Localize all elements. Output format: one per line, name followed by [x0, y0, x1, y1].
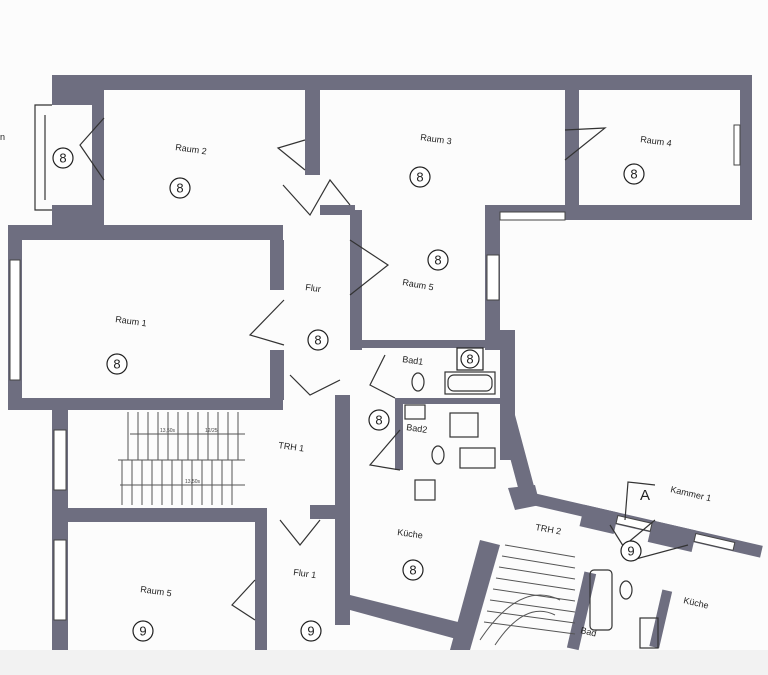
- stair-tread: [504, 544, 576, 558]
- unit-number: 8: [409, 563, 416, 578]
- unit-number: 8: [59, 151, 66, 166]
- margin-text: n: [0, 132, 5, 142]
- unit-marker-raum4: 8: [623, 163, 645, 185]
- unit-number: 9: [307, 624, 314, 639]
- unit-number: 8: [176, 181, 183, 196]
- stair-dim-text: 12/25: [205, 428, 218, 434]
- unit-marker-raum2: 8: [169, 177, 191, 199]
- unit-marker-raum3: 8: [409, 166, 431, 188]
- room-label-flur1: Flur 1: [293, 567, 317, 580]
- room-label-trh1: TRH 1: [278, 440, 305, 454]
- stairs-trh1: 13,50s 12/25 13,50s: [118, 412, 245, 505]
- room-label-raum2: Raum 2: [175, 142, 208, 156]
- room-label-raum1: Raum 1: [115, 314, 148, 328]
- stair-tread: [489, 599, 576, 613]
- room-labels: Raum 2 Raum 3 Raum 4 Raum 1 Flur Raum 5 …: [115, 132, 713, 638]
- unit-marker-raum5-upper: 8: [427, 249, 449, 271]
- section-marker-a: A: [624, 481, 656, 521]
- room-label-trh2: TRH 2: [535, 522, 562, 536]
- stair-tread: [495, 577, 576, 591]
- unit-number: 8: [630, 167, 637, 182]
- walls: [8, 75, 752, 650]
- unit-number: 8: [416, 170, 423, 185]
- unit-marker-raum5-lower: 9: [132, 620, 154, 642]
- unit-marker-flur1: 9: [300, 620, 322, 642]
- stair-dim-text: 13,50s: [185, 479, 201, 485]
- room-label-flur: Flur: [305, 282, 322, 294]
- unit-marker-raum1: 8: [106, 353, 128, 375]
- room-label-bad: Bad: [580, 625, 598, 638]
- room-label-raum3: Raum 3: [420, 132, 453, 146]
- unit-markers: 8 8 8 8 8 8 8 8 8 8 9 9 9: [52, 147, 645, 642]
- unit-marker-bay: 8: [52, 147, 74, 169]
- room-label-raum5-lower: Raum 5: [140, 584, 173, 598]
- windows: [9, 104, 741, 621]
- stair-wall: [450, 540, 500, 650]
- unit-number: 9: [139, 624, 146, 639]
- unit-number: 8: [375, 413, 382, 428]
- stair-dim-text: 13,50s: [160, 428, 176, 434]
- section-marker-label: A: [640, 487, 650, 504]
- unit-number: 8: [434, 253, 441, 268]
- room-label-bad2: Bad2: [406, 422, 428, 435]
- room-label-raum4: Raum 4: [640, 134, 673, 148]
- unit-number: 8: [113, 357, 120, 372]
- stair-tread: [483, 621, 576, 635]
- unit-number: 9: [627, 544, 634, 559]
- room-label-bad1: Bad1: [402, 354, 424, 367]
- stairs-trh2: [479, 544, 576, 646]
- room-label-kueche: Küche: [397, 527, 424, 540]
- stair-tread: [501, 555, 576, 569]
- unit-marker-bad2: 8: [368, 409, 390, 431]
- fixtures: [404, 371, 659, 649]
- unit-marker-flur: 8: [307, 329, 329, 351]
- unit-marker-kammer1: 9: [620, 540, 642, 562]
- east-wing: [518, 490, 763, 651]
- unit-number: 8: [466, 352, 473, 367]
- stair-tread: [498, 566, 576, 580]
- unit-marker-kueche: 8: [402, 559, 424, 581]
- unit-marker-bad1: 8: [456, 347, 484, 371]
- unit-number: 8: [314, 333, 321, 348]
